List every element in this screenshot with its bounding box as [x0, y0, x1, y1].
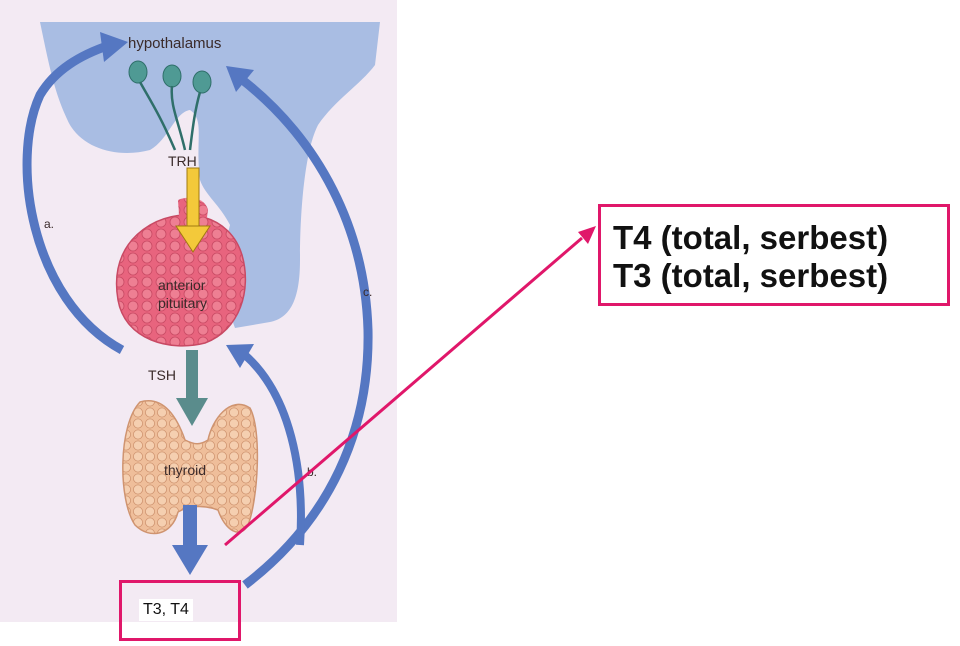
- neurons-icon: [128, 60, 212, 151]
- hypothalamus-label: hypothalamus: [128, 35, 221, 52]
- feedback-c-label: c.: [363, 285, 372, 299]
- thyroid-label: thyroid: [164, 462, 206, 478]
- anterior-pituitary-label-line1: anterior: [158, 277, 206, 293]
- callout-box: T4 (total, serbest) T3 (total, serbest): [598, 204, 950, 306]
- hormone-output-arrow-icon: [172, 505, 208, 575]
- anterior-pituitary-label-line2: pituitary: [158, 295, 207, 311]
- anterior-pituitary-shape: [115, 214, 247, 347]
- callout-line-t3: T3 (total, serbest): [613, 257, 889, 294]
- hypothalamus-region: [40, 22, 380, 328]
- feedback-arrow-b: [226, 344, 305, 546]
- feedback-arrow-a: [22, 32, 128, 354]
- callout-connector-arrow: [224, 226, 596, 547]
- tsh-arrow-icon: [176, 350, 208, 426]
- trh-label: TRH: [168, 153, 197, 169]
- hormones-label: T3, T4: [139, 599, 193, 621]
- callout-line-t4: T4 (total, serbest): [613, 219, 889, 256]
- feedback-a-label: a.: [44, 217, 54, 231]
- hormones-highlight-box: T3, T4: [119, 580, 241, 641]
- tsh-label: TSH: [148, 367, 176, 383]
- trh-arrow-icon: [175, 167, 211, 253]
- feedback-arrow-c: [226, 66, 373, 589]
